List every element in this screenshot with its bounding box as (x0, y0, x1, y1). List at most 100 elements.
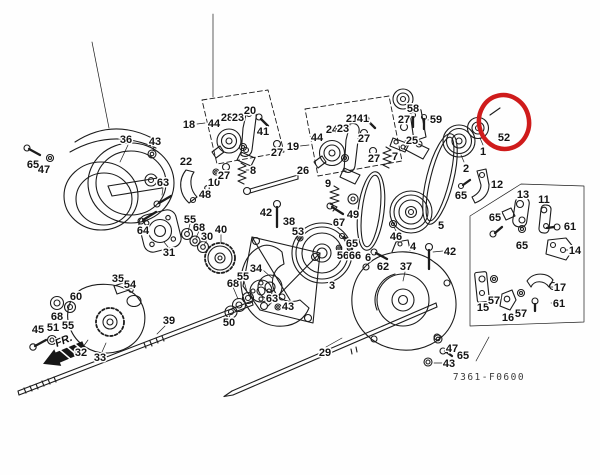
hardware-bottom-right (423, 334, 454, 367)
diagram-line-art: FR. (17, 13, 585, 398)
part-label-61: 61 (553, 298, 565, 310)
tensioner-arm-top (389, 88, 430, 160)
part-label-41: 41 (357, 113, 369, 125)
part-label-42: 42 (444, 246, 456, 258)
part-label-59: 59 (430, 114, 442, 126)
part-label-43: 43 (282, 301, 294, 313)
drive-shaft-29 (223, 302, 438, 398)
drive-pulley-3 (291, 222, 353, 284)
part-label-27: 27 (218, 170, 230, 182)
part-label-10: 10 (208, 177, 220, 189)
part-label-20: 20 (244, 105, 256, 117)
gear-stack (180, 227, 236, 274)
part-label-55: 55 (237, 271, 249, 283)
part-label-30: 30 (201, 231, 213, 243)
part-label-58: 58 (407, 103, 419, 115)
part-label-65: 65 (27, 159, 39, 171)
part-label-55: 55 (62, 320, 74, 332)
part-label-66: 66 (349, 250, 361, 262)
part-label-50: 50 (223, 317, 235, 329)
highlight-circle (476, 92, 532, 152)
part-label-54: 54 (124, 279, 137, 291)
part-label-14: 14 (569, 245, 582, 257)
part-label-27: 27 (398, 114, 410, 126)
part-label-37: 37 (400, 261, 412, 273)
part-label-4: 4 (410, 241, 417, 253)
part-label-16: 16 (502, 312, 514, 324)
idler-assembly-18 (201, 89, 285, 191)
part-label-60: 60 (70, 291, 82, 303)
part-label-44: 44 (311, 132, 324, 144)
part-label-39: 39 (163, 315, 175, 327)
part-label-53: 53 (292, 226, 304, 238)
part-label-56: 56 (337, 250, 349, 262)
part-label-27: 27 (368, 153, 380, 165)
part-label-17: 17 (554, 282, 566, 294)
part-label-55: 55 (184, 214, 196, 226)
part-label-45: 45 (32, 324, 44, 336)
part-label-51: 51 (47, 322, 59, 334)
part-label-65: 65 (516, 240, 528, 252)
part-label-64: 64 (137, 225, 150, 237)
part-label-25: 25 (406, 135, 418, 147)
part-label-18: 18 (183, 119, 195, 131)
part-label-24: 24 (326, 124, 339, 136)
part-label-68: 68 (227, 278, 239, 290)
part-label-7: 7 (392, 151, 398, 163)
blower-housing-37 (351, 239, 457, 351)
part-label-5: 5 (438, 220, 444, 232)
part-label-48: 48 (199, 189, 211, 201)
part-label-23: 23 (337, 123, 349, 135)
fan-housing-34 (240, 244, 310, 327)
part-label-26: 26 (297, 165, 309, 177)
part-label-57: 57 (515, 308, 527, 320)
part-label-35: 35 (112, 273, 124, 285)
part-label-11: 11 (538, 194, 550, 206)
part-label-2: 2 (463, 163, 469, 175)
spring-9 (329, 185, 340, 212)
part-label-15: 15 (477, 302, 489, 314)
part-label-49: 49 (347, 209, 359, 221)
part-label-13: 13 (517, 189, 529, 201)
part-label-28: 28 (221, 112, 233, 124)
part-label-31: 31 (163, 247, 175, 259)
part-label-63: 63 (157, 177, 169, 189)
gearbox-32-33 (29, 281, 146, 354)
pulley-2 (442, 124, 476, 158)
part-label-68: 68 (51, 311, 63, 323)
part-label-23: 23 (232, 112, 244, 124)
part-label-8: 8 (250, 165, 256, 177)
auger-housing-drawing (63, 128, 175, 231)
part-label-9: 9 (325, 178, 331, 190)
part-label-63: 63 (266, 293, 278, 305)
part-label-47: 47 (38, 164, 50, 176)
part-label-34: 34 (250, 263, 263, 275)
part-label-52: 52 (498, 132, 510, 144)
part-label-44: 44 (208, 118, 221, 130)
part-label-33: 33 (94, 352, 106, 364)
pulley-4 (389, 190, 433, 234)
part-label-47: 47 (446, 343, 458, 355)
part-label-41: 41 (257, 126, 269, 138)
tensioner-assembly-19 (304, 95, 403, 185)
part-label-65: 65 (346, 238, 358, 250)
part-label-12: 12 (491, 179, 503, 191)
part-label-19: 19 (287, 141, 299, 153)
part-label-62: 62 (377, 261, 389, 273)
part-label-22: 22 (180, 156, 192, 168)
part-label-67: 67 (333, 217, 345, 229)
part-label-65: 65 (457, 350, 469, 362)
part-label-42: 42 (260, 207, 272, 219)
part-label-61: 61 (564, 221, 576, 233)
part-label-6: 6 (365, 252, 371, 264)
reference-panel (457, 168, 585, 327)
diagram-code: 7361-F0600 (453, 372, 525, 383)
part-label-57: 57 (488, 295, 500, 307)
part-label-46: 46 (390, 231, 402, 243)
bearing-flange-31 (138, 209, 182, 253)
belt-6 (356, 171, 386, 251)
part-label-38: 38 (283, 216, 295, 228)
